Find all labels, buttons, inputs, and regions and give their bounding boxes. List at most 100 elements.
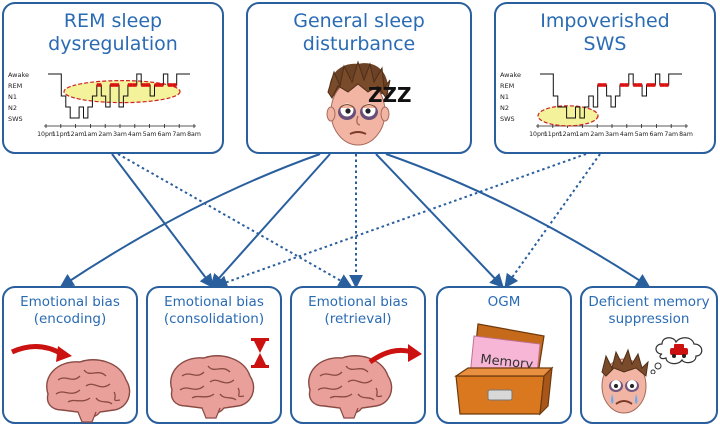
rem-period-bar xyxy=(646,83,651,87)
stage-label: Awake xyxy=(500,71,521,79)
rem-period-bar xyxy=(624,83,629,87)
consolidation-title-line2: (consolidation) xyxy=(163,311,265,327)
encoding-title-line2: (encoding) xyxy=(33,311,107,327)
brain-stem xyxy=(339,407,359,419)
brain-fold xyxy=(209,379,235,384)
retrieval-title: Emotional bias (retrieval) xyxy=(292,294,424,328)
encoding-title: Emotional bias (encoding) xyxy=(4,294,136,328)
stage-label: SWS xyxy=(500,115,515,123)
time-label: 2am xyxy=(98,131,112,138)
stage-label: N2 xyxy=(8,104,17,112)
time-label: 1am xyxy=(84,131,98,138)
time-label: 10pm xyxy=(529,131,547,138)
hypnogram-trace xyxy=(540,73,682,119)
stage-label: REM xyxy=(500,82,514,90)
brain-fold xyxy=(357,393,375,401)
suppression-title: Deficient memory suppression xyxy=(582,294,716,328)
brain-fold xyxy=(95,397,113,405)
rem-period-bar xyxy=(127,83,133,87)
snore-zzz-icon: ZZZ xyxy=(368,83,412,107)
brain-fold xyxy=(207,365,231,373)
general-title-line2: disturbance xyxy=(302,33,416,55)
rem-sleep-title: REM sleep dysregulation xyxy=(4,10,222,56)
sws-title: Impoverished SWS xyxy=(496,10,714,56)
time-label: 11pm xyxy=(52,131,70,138)
suppression-title-line2: suppression xyxy=(608,311,690,327)
brain-fold xyxy=(237,387,245,398)
rem-period-bar xyxy=(650,83,656,87)
rem-period-bar xyxy=(167,83,173,87)
brain-fold xyxy=(57,375,81,381)
rem-period-bar xyxy=(664,83,669,87)
emotional-bias-consolidation-box: Emotional bias (consolidation) xyxy=(146,286,282,424)
rem-period-bar xyxy=(145,83,151,87)
time-label: 6am xyxy=(650,131,664,138)
rem-period-bar xyxy=(114,83,119,87)
time-label: 5am xyxy=(635,131,649,138)
time-label: 8am xyxy=(679,131,693,138)
memory-box-icon: Memory xyxy=(454,323,554,416)
stage-label: N1 xyxy=(8,93,17,101)
arrow-general-to-suppression xyxy=(385,153,651,288)
brain-icon xyxy=(170,355,255,419)
brain-fold xyxy=(55,389,81,395)
time-label: 1am xyxy=(576,131,590,138)
rem-period-bar xyxy=(633,83,638,87)
consolidation-title-line1: Emotional bias xyxy=(164,294,264,310)
time-label: 7am xyxy=(664,131,678,138)
brain-shape xyxy=(170,355,255,414)
brain-icon xyxy=(46,359,131,423)
rem-period-bar xyxy=(96,83,102,87)
brain-fold xyxy=(181,371,205,377)
time-label: 11pm xyxy=(544,131,562,138)
rem-title-line2: dysregulation xyxy=(48,33,178,55)
thought-bubble-icon xyxy=(650,337,703,374)
snore-z1: ZZZ xyxy=(368,83,412,107)
rem-period-bar xyxy=(132,83,137,87)
arrow-rem-to-retrieval xyxy=(117,153,353,288)
suppression-title-line1: Deficient memory xyxy=(588,294,710,310)
stage-label: SWS xyxy=(8,115,23,123)
time-label: 10pm xyxy=(37,131,55,138)
brain-fold xyxy=(83,369,107,377)
brain-fold xyxy=(319,371,343,377)
time-label: 4am xyxy=(620,131,634,138)
arrow-general-to-ogm xyxy=(375,153,504,289)
brain-fold xyxy=(113,391,121,402)
brain-icon xyxy=(308,355,393,419)
arrow-general-to-consolidation xyxy=(210,153,331,289)
tired-face-icon xyxy=(326,60,391,146)
rem-period-bar xyxy=(158,83,164,87)
sws-title-line1: Impoverished xyxy=(540,10,670,32)
rem-period-bar xyxy=(619,83,625,87)
brain-fold xyxy=(317,385,343,391)
time-label: 3am xyxy=(605,131,619,138)
ogm-title: OGM xyxy=(438,294,570,311)
rem-period-bar xyxy=(597,83,603,87)
rem-period-bar xyxy=(110,83,115,87)
rem-period-bar xyxy=(154,83,159,87)
arrow-out-of-brain-icon xyxy=(368,344,422,365)
encoding-title-line1: Emotional bias xyxy=(20,294,120,310)
brain-fold xyxy=(347,379,373,384)
brain-shape xyxy=(46,359,131,418)
ogm-title-line1: OGM xyxy=(487,294,521,310)
stage-label: REM xyxy=(8,82,22,90)
time-label: 7am xyxy=(172,131,186,138)
rem-period-bar xyxy=(602,83,607,87)
retrieval-title-line1: Emotional bias xyxy=(308,294,408,310)
time-label: 12am xyxy=(559,131,577,138)
brain-fold xyxy=(85,383,111,388)
stage-label: Awake xyxy=(8,71,29,79)
brain-stem xyxy=(77,411,97,423)
arrow-rem-to-consolidation xyxy=(111,153,214,289)
brain-fold xyxy=(191,393,215,399)
time-label: 2am xyxy=(590,131,604,138)
sws-title-line2: SWS xyxy=(583,33,627,55)
rem-period-bar xyxy=(659,83,665,87)
